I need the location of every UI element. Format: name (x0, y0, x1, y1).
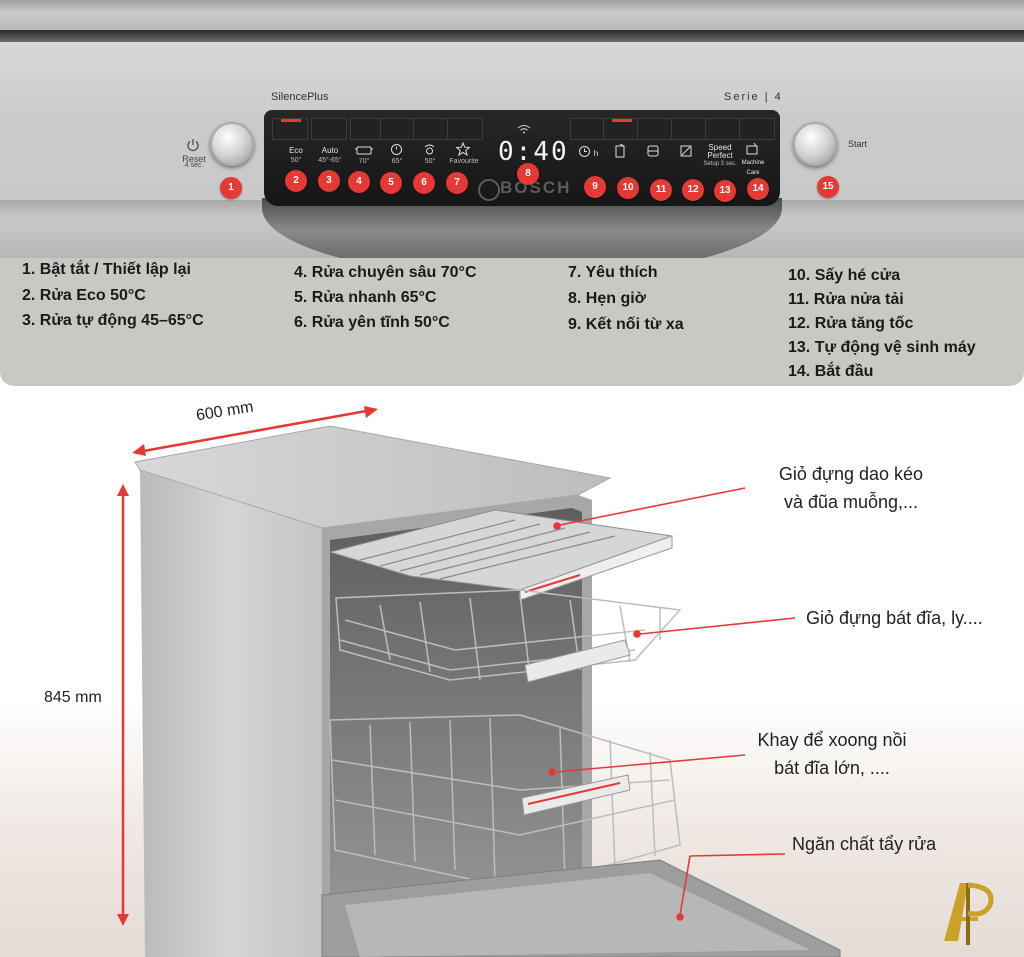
badge-5: 5 (380, 172, 402, 194)
clock-fast-icon (391, 144, 402, 155)
eco-button[interactable] (272, 118, 308, 140)
door-dry-button[interactable] (603, 118, 639, 140)
machine-care-button[interactable] (739, 118, 775, 140)
badge-4: 4 (348, 171, 370, 193)
start-label: Start (848, 139, 868, 149)
legend-item-12: 12. Rửa tăng tốc (788, 315, 914, 332)
legend-item-11: 11. Rửa nửa tải (788, 291, 904, 308)
badge-1: 1 (220, 177, 242, 199)
badge-2: 2 (285, 170, 307, 192)
panel-seam (0, 30, 1024, 42)
badge-14: 14 (747, 178, 769, 200)
quick-label: 65° (391, 158, 403, 165)
ap-logo-icon (944, 882, 994, 945)
badge-15: 15 (817, 176, 839, 198)
legend-item-14: 14. Bắt đầu (788, 363, 874, 380)
machine-care-icon (746, 143, 758, 155)
star-icon (456, 142, 470, 156)
wifi-icon (517, 125, 531, 134)
badge-10: 10 (617, 177, 639, 199)
timer-icon (579, 146, 590, 157)
legend-item-9: 9. Kết nối từ xa (568, 316, 684, 333)
bosch-logo-text: BOSCH (500, 178, 572, 197)
legend-item-10: 10. Sấy hé cửa (788, 267, 901, 284)
dishwasher-illustration (117, 406, 841, 957)
reset-sub-label: 4 sec. (184, 162, 204, 169)
auto-button[interactable] (311, 118, 347, 140)
time-display: 0:40 (498, 137, 569, 167)
serie-label: Serie | 4 (724, 91, 783, 103)
dishwasher-interior (330, 508, 582, 957)
door-icon (615, 144, 625, 158)
badge-12: 12 (682, 179, 704, 201)
badge-7: 7 (446, 172, 468, 194)
panel-top-strip (0, 0, 1024, 30)
legend-item-3: 3. Rửa tự động 45–65°C (22, 312, 204, 329)
dimension-arrows (117, 406, 378, 926)
silence-label: 50° (424, 158, 436, 165)
favourite-button[interactable] (447, 118, 483, 140)
dishwasher-side-panel (140, 470, 322, 957)
timer-hours-label: h (593, 149, 599, 158)
start-button[interactable] (793, 122, 837, 166)
half-load-button[interactable] (637, 118, 673, 140)
detergent-callout: Ngăn chất tẩy rửa (792, 834, 937, 854)
door-handle-recess (262, 198, 782, 262)
timer-button[interactable] (570, 118, 606, 140)
reset-label: Reset (182, 154, 206, 164)
legend-item-5: 5. Rửa nhanh 65°C (294, 289, 437, 306)
legend-item-7: 7. Yêu thích (568, 264, 658, 281)
half-icon (680, 145, 692, 157)
badge-13: 13 (714, 180, 736, 202)
legend-item-2: 2. Rửa Eco 50°C (22, 287, 146, 304)
legend-item-8: 8. Hẹn giờ (568, 290, 647, 307)
feature-legend: 1. Bật tắt / Thiết lập lại 2. Rửa Eco 50… (0, 258, 1024, 386)
quiet-icon (424, 144, 435, 155)
badge-6: 6 (413, 172, 435, 194)
favourite-label: Favourite (449, 158, 479, 165)
speed-perfect-button[interactable] (705, 118, 741, 140)
bosch-logo-icon (478, 179, 500, 201)
height-dimension: 845 mm (44, 689, 102, 706)
machine-care-label: Machine Care (741, 160, 765, 176)
badge-3: 3 (318, 170, 340, 192)
silenceplus-label: SilencePlus (271, 91, 329, 103)
legend-item-6: 6. Rửa yên tĩnh 50°C (294, 314, 450, 331)
quick-button[interactable] (380, 118, 416, 140)
badge-9: 9 (584, 176, 606, 198)
pot-icon (355, 146, 373, 155)
power-icon (187, 139, 199, 152)
badge-11: 11 (650, 179, 672, 201)
legend-item-13: 13. Tự động vệ sinh máy (788, 339, 976, 356)
silence-button[interactable] (413, 118, 449, 140)
legend-item-4: 4. Rửa chuyên sâu 70°C (294, 264, 477, 281)
badge-8: 8 (517, 163, 539, 185)
callout-pointers (548, 487, 796, 921)
power-button[interactable] (210, 122, 254, 166)
legend-item-1: 1. Bật tắt / Thiết lập lại (22, 261, 191, 278)
intensive-label: 70° (358, 158, 370, 165)
upper-basket-callout: Giỏ đựng bát đĩa, ly.... (806, 608, 983, 628)
half-load-icon (647, 145, 659, 157)
varioSpeed-button[interactable] (671, 118, 707, 140)
